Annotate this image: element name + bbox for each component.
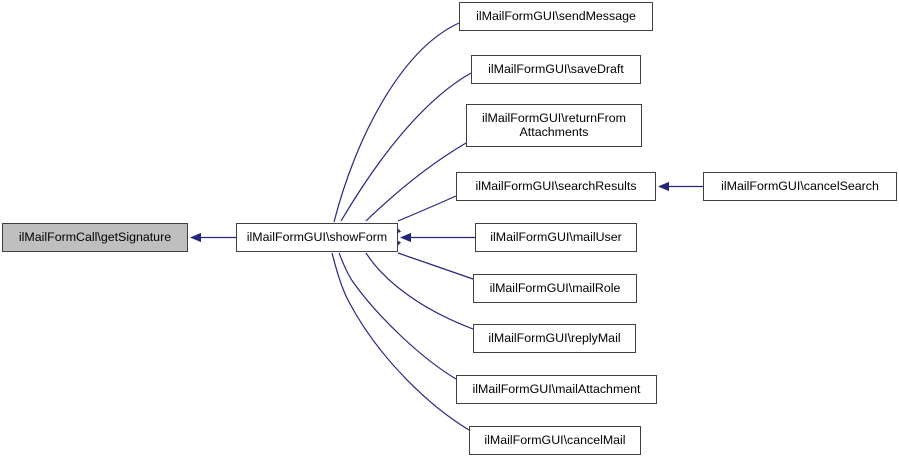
graph-edge	[340, 72, 472, 222]
graph-node-searchResults[interactable]: ilMailFormGUI\searchResults	[456, 172, 656, 201]
graph-edge	[397, 195, 457, 222]
graph-node-mailUser[interactable]: ilMailFormGUI\mailUser	[475, 223, 637, 252]
graph-node-replyMail[interactable]: ilMailFormGUI\replyMail	[473, 324, 636, 353]
graph-edge-arrowhead	[400, 232, 411, 243]
graph-node-returnFromAttachments[interactable]: ilMailFormGUI\returnFrom Attachments	[466, 104, 642, 147]
graph-edge	[331, 252, 470, 431]
graph-edge-arrowhead	[190, 232, 201, 243]
graph-node-sendMessage[interactable]: ilMailFormGUI\sendMessage	[459, 2, 653, 31]
graph-node-getSignature[interactable]: ilMailFormCall\getSignature	[2, 223, 188, 252]
graph-node-saveDraft[interactable]: ilMailFormGUI\saveDraft	[471, 55, 641, 84]
graph-node-cancelSearch[interactable]: ilMailFormGUI\cancelSearch	[703, 172, 897, 201]
graph-edge	[333, 22, 460, 223]
graph-edge	[397, 252, 474, 280]
graph-node-mailRole[interactable]: ilMailFormGUI\mailRole	[473, 274, 637, 303]
graph-edge	[338, 252, 457, 380]
graph-node-mailAttachment[interactable]: ilMailFormGUI\mailAttachment	[456, 375, 657, 404]
graph-edge	[365, 252, 474, 330]
graph-edge-arrowhead	[658, 181, 669, 192]
graph-node-cancelMail[interactable]: ilMailFormGUI\cancelMail	[469, 426, 641, 455]
graph-edge	[365, 142, 467, 222]
graph-node-showForm[interactable]: ilMailFormGUI\showForm	[236, 223, 398, 252]
